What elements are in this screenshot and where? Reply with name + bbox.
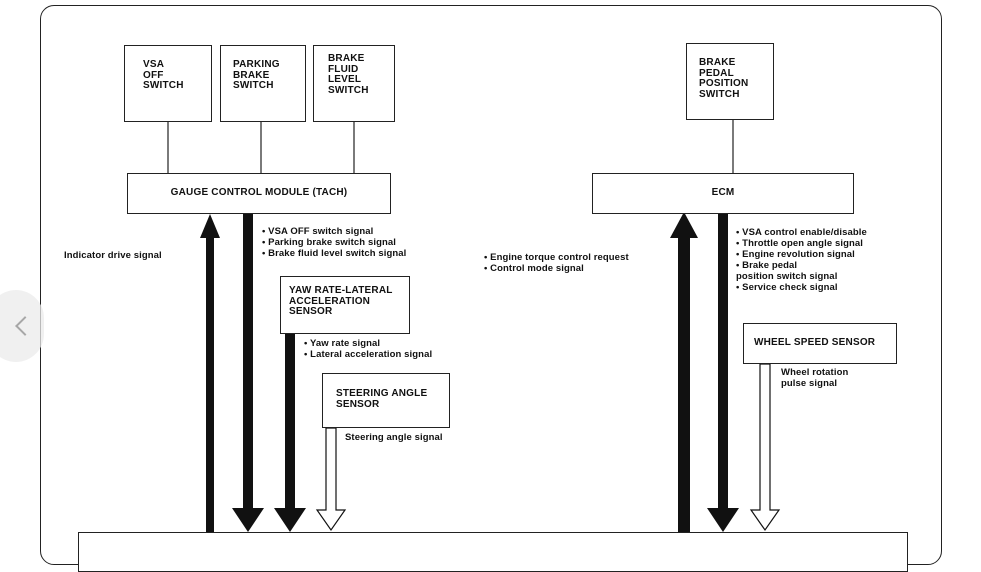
engine-request-arrow [670, 212, 698, 532]
brake-pedal-switch-box: BRAKE PEDAL POSITION SWITCH [686, 43, 774, 120]
wheel-speed-sensor-label: WHEEL SPEED SENSOR [754, 337, 876, 348]
vsa-off-switch-box: VSA OFF SWITCH [124, 45, 212, 122]
parking-brake-switch-box: PARKING BRAKE SWITCH [220, 45, 306, 122]
wheel-signal-arrow [749, 363, 781, 532]
gauge-control-module-box: GAUGE CONTROL MODULE (TACH) [127, 173, 391, 214]
indicator-drive-signal-label: Indicator drive signal [64, 250, 162, 261]
gauge-control-module-label: GAUGE CONTROL MODULE (TACH) [170, 187, 348, 199]
wheel-speed-sensor-box: WHEEL SPEED SENSOR [743, 323, 897, 364]
indicator-drive-arrow [200, 214, 220, 532]
steering-signal-arrow [315, 427, 347, 532]
vsa-off-switch-label: VSA OFF SWITCH [143, 59, 184, 91]
steering-angle-sensor-box: STEERING ANGLE SENSOR [322, 373, 450, 428]
engine-request-signals-label: • Engine torque control request • Contro… [484, 252, 629, 274]
ecm-signal-arrow [707, 214, 739, 532]
gauge-signal-arrow [232, 214, 264, 532]
connector-layer [167, 120, 781, 532]
brake-fluid-switch-label: BRAKE FLUID LEVEL SWITCH [328, 53, 369, 96]
ecm-box: ECM [592, 173, 854, 214]
yaw-rate-sensor-label: YAW RATE-LATERAL ACCELERATION SENSOR [289, 285, 393, 317]
brake-fluid-switch-box: BRAKE FLUID LEVEL SWITCH [313, 45, 395, 122]
brake-pedal-switch-label: BRAKE PEDAL POSITION SWITCH [699, 57, 749, 100]
vsa-modulator-control-unit-box [78, 532, 908, 572]
yaw-rate-sensor-box: YAW RATE-LATERAL ACCELERATION SENSOR [280, 276, 410, 334]
steering-angle-signal-label: Steering angle signal [345, 432, 443, 443]
gauge-signals-label: • VSA OFF switch signal • Parking brake … [262, 226, 407, 259]
yaw-signals-label: • Yaw rate signal • Lateral acceleration… [304, 338, 433, 360]
chevron-left-icon [15, 316, 35, 336]
previous-page-button[interactable] [0, 290, 44, 362]
wheel-rotation-signal-label: Wheel rotation pulse signal [781, 367, 849, 389]
ecm-label: ECM [711, 187, 735, 199]
yaw-signal-arrow [274, 334, 306, 532]
ecm-signals-label: • VSA control enable/disable • Throttle … [736, 227, 867, 293]
steering-angle-sensor-label: STEERING ANGLE SENSOR [336, 388, 428, 410]
parking-brake-switch-label: PARKING BRAKE SWITCH [233, 59, 280, 91]
